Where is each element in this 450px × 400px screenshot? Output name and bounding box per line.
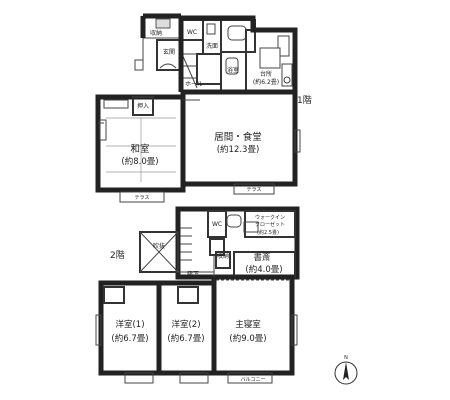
- japanese-room-size: (約8.0畳): [121, 156, 158, 167]
- study-name: 書斎: [253, 252, 271, 263]
- western-room-1-name: 洋室(1): [115, 319, 144, 330]
- second-floor-label: 2階: [110, 250, 125, 261]
- bedroom-zone: [95, 221, 298, 384]
- corridor-lines: [178, 255, 215, 277]
- storage-label: 収納: [217, 252, 229, 260]
- hall-label: ホール: [185, 81, 203, 88]
- corridor-label: 廊下: [187, 270, 199, 278]
- washroom-label: 洗面: [206, 42, 218, 50]
- walk-in-closet-size: (約2.5畳): [257, 229, 279, 236]
- walk-in-closet-line2: クローゼット: [255, 221, 285, 228]
- living-dining-size: (約12.3畳): [217, 144, 260, 155]
- western-room-1-size: (約6.7畳): [111, 333, 148, 344]
- storage-hall-label: 収納: [150, 29, 162, 37]
- oshiire-label: 押入: [137, 102, 149, 110]
- western-room-2-size: (約6.7畳): [167, 333, 204, 344]
- master-bedroom-size: (約9.0畳): [229, 333, 266, 344]
- balcony-label: バルコニー: [241, 377, 266, 383]
- japanese-room-name: 和室: [130, 143, 149, 155]
- kitchen-size: (約6.2畳): [253, 78, 279, 86]
- second-floor: [95, 206, 300, 384]
- bathroom-label: 浴室: [227, 66, 239, 74]
- terrace-west-label: テラス: [135, 195, 150, 201]
- walk-in-closet-line1: ウォークイン: [255, 214, 285, 221]
- entrance-label: 玄関: [163, 48, 175, 56]
- terrace-south-label: テラス: [247, 187, 262, 193]
- living-dining-name: 居間・食堂: [214, 131, 262, 143]
- western-room-2-name: 洋室(2): [171, 319, 200, 330]
- compass-label: N: [344, 355, 348, 361]
- living-dining-area: [180, 89, 301, 195]
- master-bedroom-name: 主寝室: [235, 319, 261, 330]
- wc-label: WC: [187, 29, 197, 36]
- void-label: 吹抜: [153, 242, 165, 250]
- first-floor-label: 1階: [297, 95, 312, 106]
- kitchen-name: 台所: [260, 70, 272, 78]
- wc-2f-label: WC: [212, 221, 222, 228]
- compass-icon: [334, 361, 358, 385]
- study-size: (約4.0畳): [245, 264, 282, 275]
- first-floor: [95, 13, 301, 203]
